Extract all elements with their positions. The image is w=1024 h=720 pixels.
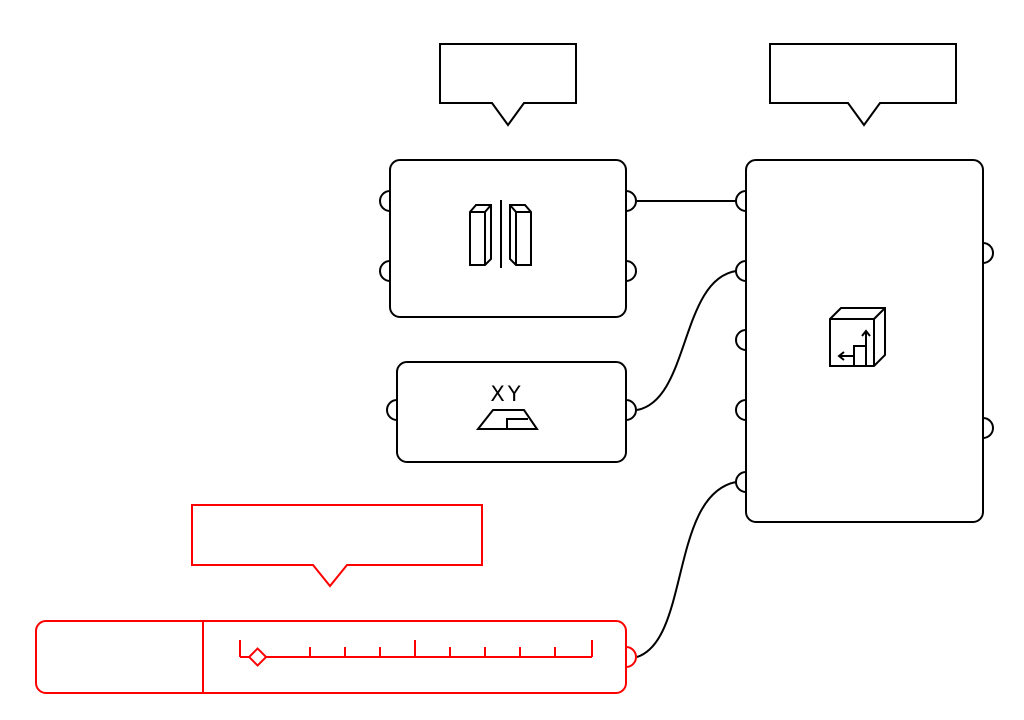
number-slider[interactable] [35,620,637,694]
wire-xy-to-box[interactable] [636,270,737,411]
wire-slider-to-box[interactable] [636,481,737,658]
tooltip-slider [191,504,483,588]
tooltip-mirror [439,43,577,127]
box-corner-icon [829,307,886,367]
xy-plane-component[interactable]: XY [386,361,637,463]
mirror-boxes-icon [469,200,532,268]
slider-track[interactable] [239,640,593,658]
xy-label: XY [490,382,523,406]
box-component[interactable] [735,159,994,523]
mirror-component[interactable] [379,159,637,318]
xy-plane-icon [475,409,539,430]
slider-grip[interactable] [247,647,268,667]
tooltip-box [769,43,957,127]
